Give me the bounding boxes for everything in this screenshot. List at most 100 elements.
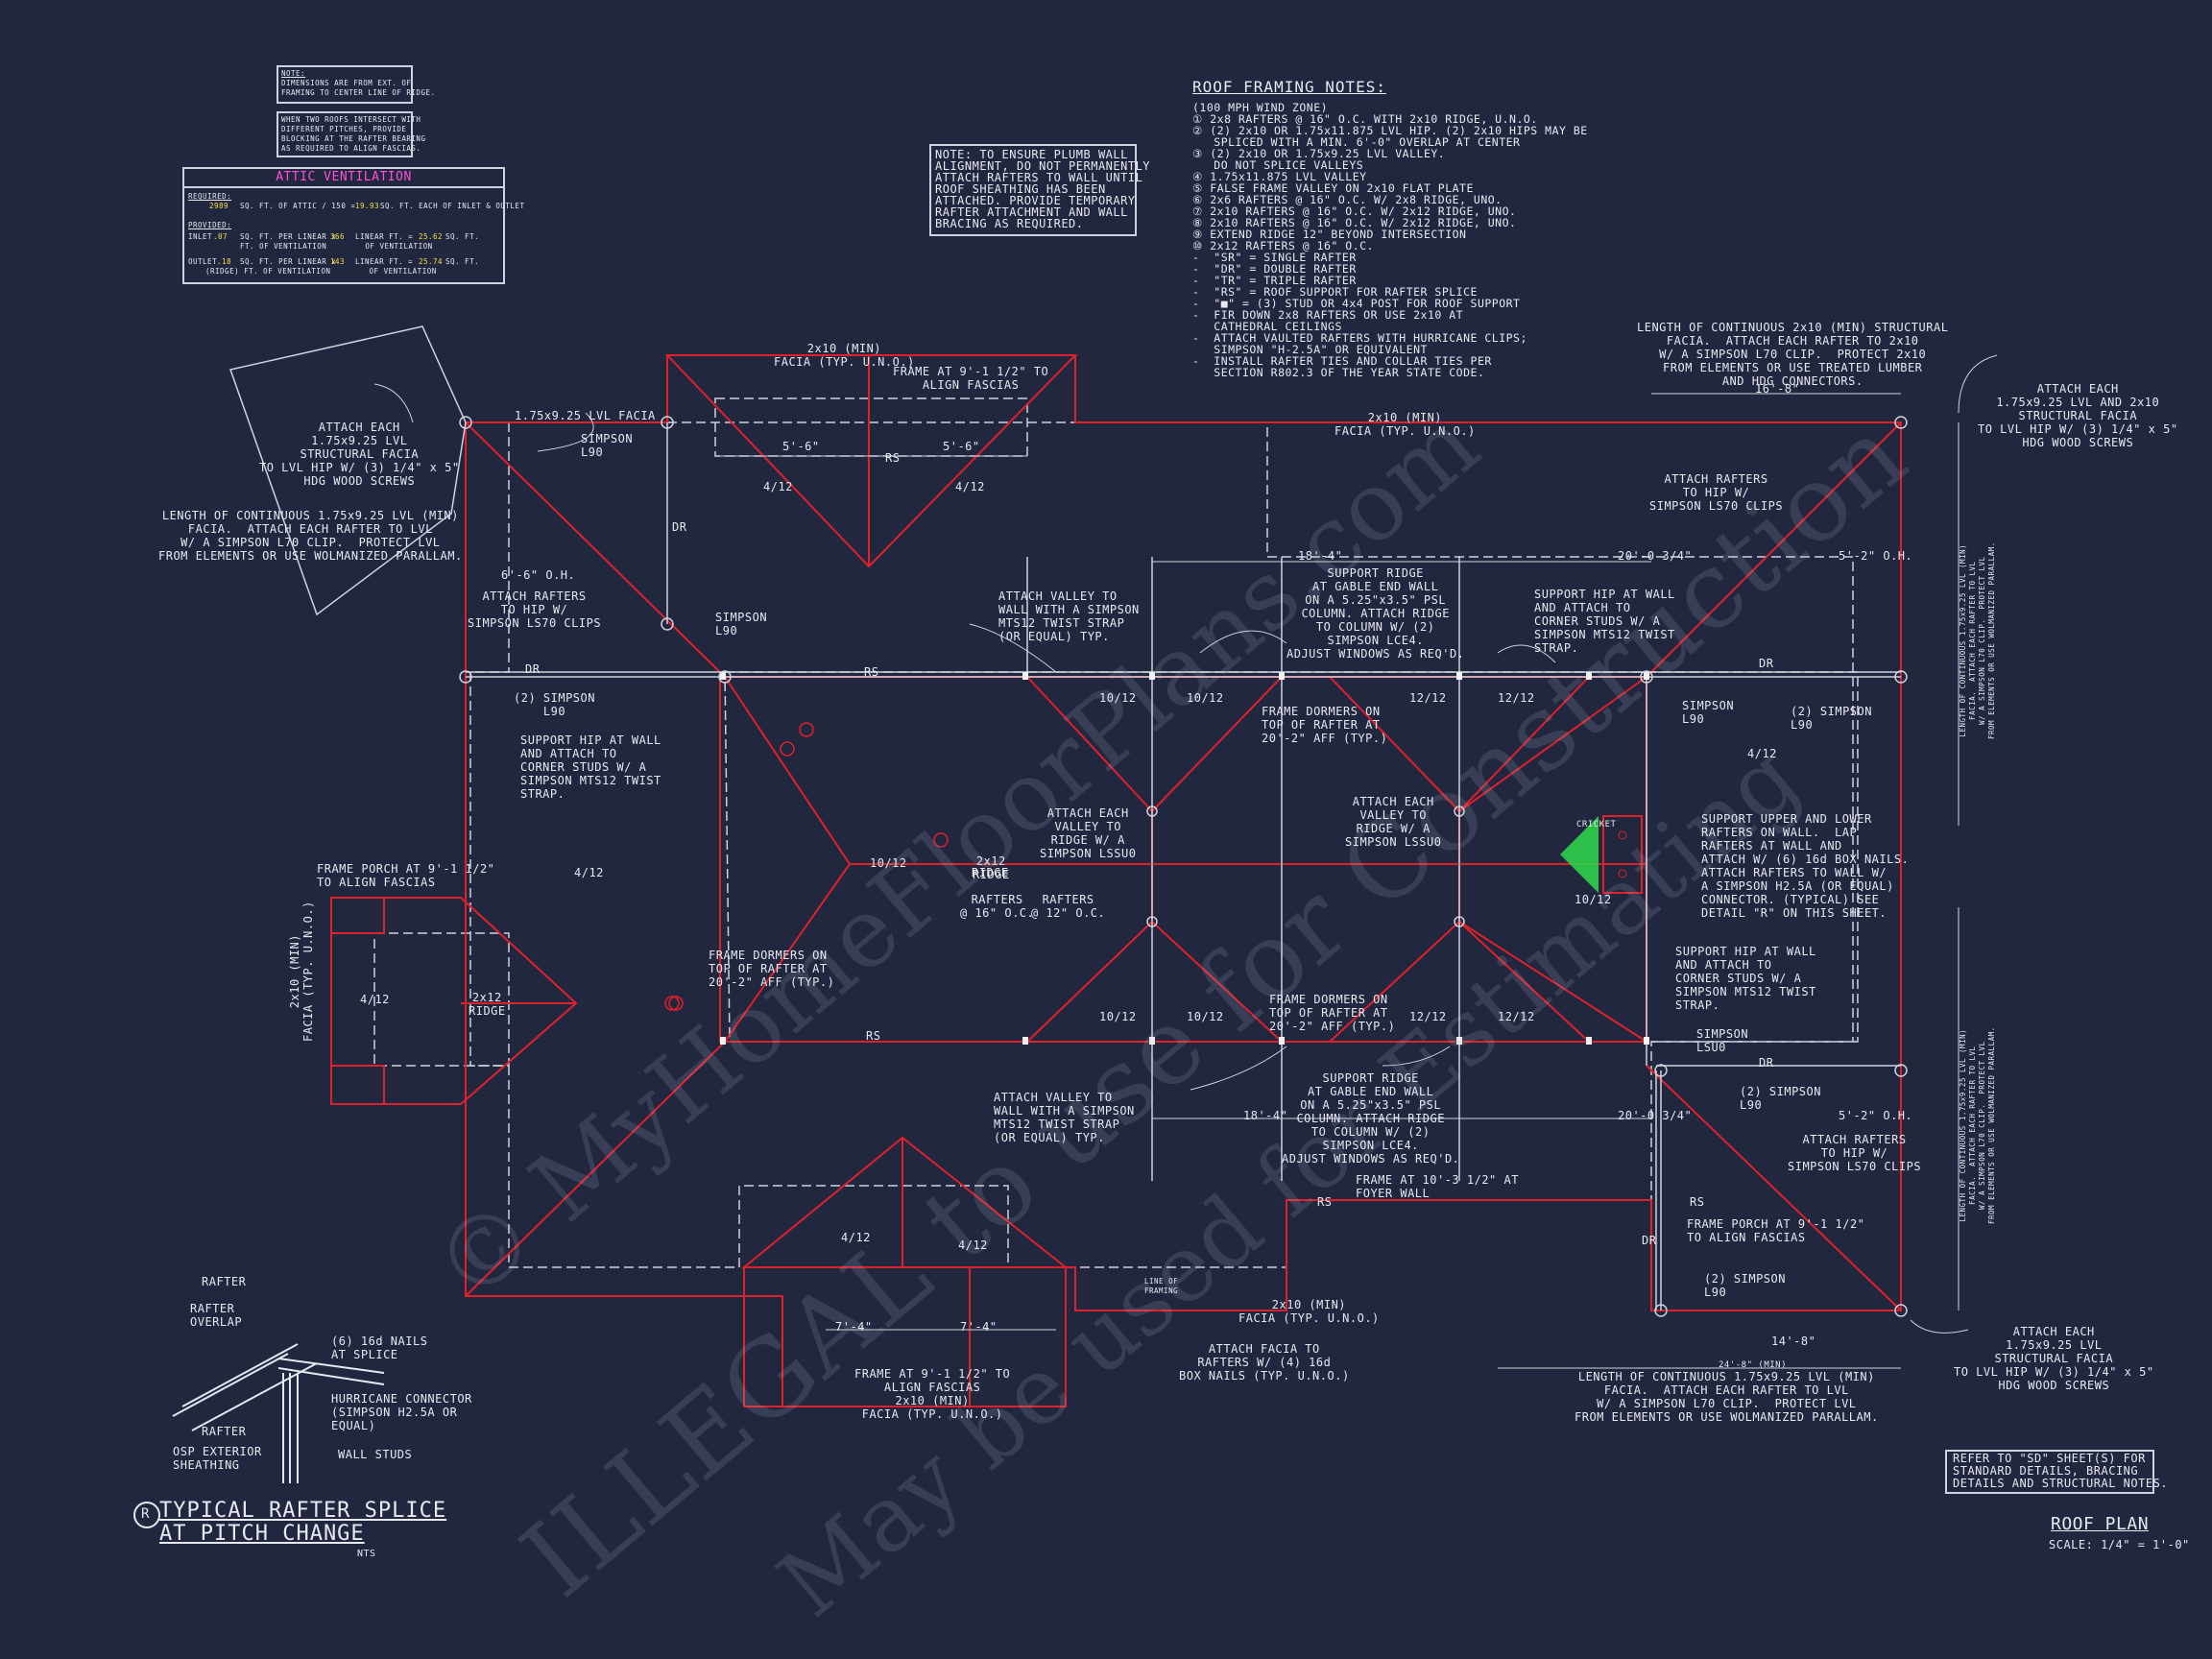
frame-dormers-a: FRAME DORMERS ON TOP OF RAFTER AT 20'-2"… bbox=[709, 949, 835, 989]
roof-framing-note-line: SPLICED WITH A MIN. 6'-0" OVERLAP AT CEN… bbox=[1192, 135, 1521, 149]
detail-nails: (6) 16d NAILS AT SPLICE bbox=[331, 1334, 428, 1361]
roof-framing-notes-title: ROOF FRAMING NOTES: bbox=[1192, 78, 1387, 96]
roof-plan-title: ROOF PLAN bbox=[2051, 1514, 2150, 1534]
plumb-note-line7: BRACING AS REQUIRED. bbox=[935, 217, 1084, 230]
roof-intersect-note-line2: DIFFERENT PITCHES, PROVIDE bbox=[281, 125, 407, 133]
attach-facia-bottom: ATTACH FACIA TO RAFTERS W/ (4) 16d BOX N… bbox=[1179, 1342, 1350, 1382]
pitch-label-10: 10/12 bbox=[1099, 1010, 1137, 1023]
roof-framing-note-line: - "SR" = SINGLE RAFTER bbox=[1192, 251, 1357, 264]
pitch-label-1: 4/12 bbox=[763, 480, 793, 493]
roof-framing-note-line: ④ 1.75x11.875 LVL VALLEY bbox=[1192, 170, 1367, 183]
roof-framing-note-line: ⑥ 2x6 RAFTERS @ 16" O.C. W/ 2x8 RIDGE, U… bbox=[1192, 193, 1503, 206]
wall-lines bbox=[466, 422, 1901, 1310]
refer-note-line1: REFER TO "SD" SHEET(S) FOR bbox=[1953, 1452, 2146, 1465]
attic-outlet-linear: 143 bbox=[330, 257, 346, 266]
detail-nts: NTS bbox=[357, 1549, 376, 1559]
detail-wall-studs: WALL STUDS bbox=[338, 1448, 413, 1461]
attach-rafters-hip-br: ATTACH RAFTERS TO HIP W/ SIMPSON LS70 CL… bbox=[1788, 1133, 1922, 1173]
attic-outlet-label: OUTLET bbox=[188, 257, 218, 266]
attach-valley-ridge-a: ATTACH EACH VALLEY TO RIDGE W/ A SIMPSON… bbox=[1040, 806, 1137, 860]
plumb-note-line4: ROOF SHEATHING HAS BEEN bbox=[935, 182, 1106, 196]
dim-7-4-b: 7'-4" bbox=[960, 1320, 998, 1334]
pitch-label-17: 12/12 bbox=[1498, 1010, 1535, 1023]
plumb-note-line3: ATTACH RAFTERS TO WALL UNTIL bbox=[935, 171, 1143, 184]
rs-label-5: RS bbox=[1690, 1195, 1705, 1209]
frame-dormers-b: FRAME DORMERS ON TOP OF RAFTER AT 20'-2"… bbox=[1262, 705, 1388, 745]
ridge-label: RIDGE bbox=[972, 866, 1009, 879]
dimension-note-box: NOTE: DIMENSIONS ARE FROM EXT. OF FRAMIN… bbox=[276, 65, 435, 104]
simpson-lsu: SIMPSON LSU0 bbox=[1696, 1027, 1749, 1054]
porch-ridge-label: 2x12 RIDGE bbox=[469, 991, 506, 1018]
roof-framing-note-line: ⑤ FALSE FRAME VALLEY ON 2x10 FLAT PLATE bbox=[1192, 181, 1474, 195]
length-bottom-right: LENGTH OF CONTINUOUS 1.75x9.25 LVL (MIN)… bbox=[1575, 1370, 1879, 1424]
pitch-label-8: 10/12 bbox=[1099, 691, 1137, 705]
attic-inlet-row2: FT. OF VENTILATION OF VENTILATION bbox=[240, 242, 433, 251]
fascia-top-left: 1.75x9.25 LVL FACIA bbox=[515, 409, 656, 422]
detail-rafter-label: RAFTER bbox=[202, 1275, 247, 1288]
attic-required-value2: 19.93 bbox=[355, 202, 380, 210]
roof-framing-note-line: ⑩ 2x12 RAFTERS @ 16" O.C. bbox=[1192, 239, 1374, 252]
plumb-note-line2: ALIGNMENT, DO NOT PERMANENTLY bbox=[935, 159, 1151, 173]
post-markers bbox=[720, 672, 1649, 1045]
attic-required-label: REQUIRED: bbox=[188, 192, 232, 201]
plumb-note-line6: RAFTER ATTACHMENT AND WALL bbox=[935, 205, 1128, 219]
attach-each-top-right: ATTACH EACH 1.75x9.25 LVL AND 2x10 STRUC… bbox=[1978, 382, 2178, 449]
roof-framing-note-line: CATHEDRAL CEILINGS bbox=[1192, 320, 1342, 333]
roof-intersect-note-box: WHEN TWO ROOFS INTERSECT WITH DIFFERENT … bbox=[276, 111, 425, 157]
attic-provided-label: PROVIDED: bbox=[188, 221, 232, 229]
dim-16-8: 16'-8" bbox=[1755, 382, 1800, 396]
dim-5-6-b: 5'-6" bbox=[943, 440, 980, 453]
frame-bottom: FRAME AT 9'-1 1/2" TO ALIGN FASCIAS 2x10… bbox=[854, 1367, 1011, 1421]
cricket-label: CRICKET bbox=[1576, 820, 1617, 830]
support-upper-lower: SUPPORT UPPER AND LOWER RAFTERS ON WALL.… bbox=[1701, 812, 1910, 920]
dim-7-4-a: 7'-4" bbox=[835, 1320, 873, 1334]
pitch-label-5: 4/12 bbox=[841, 1231, 871, 1244]
roof-framing-note-line: - "TR" = TRIPLE RAFTER bbox=[1192, 274, 1357, 287]
simpson-l90-br: (2) SIMPSON L90 bbox=[1704, 1272, 1786, 1299]
attic-inlet-total: 25.62 bbox=[419, 232, 444, 241]
support-hip-right-mid: SUPPORT HIP AT WALL AND ATTACH TO CORNER… bbox=[1675, 945, 1816, 1012]
dim-oh-left: 6'-6" O.H. bbox=[501, 568, 576, 582]
roof-outline bbox=[330, 354, 1902, 1407]
simpson-l90-tr2: (2) SIMPSON L90 bbox=[1791, 705, 1872, 732]
attic-inlet-linear: 366 bbox=[330, 232, 346, 241]
pitch-label-13: 10/12 bbox=[870, 856, 907, 870]
rafters-12-label: RAFTERS @ 12" O.C. bbox=[1031, 893, 1106, 920]
detail-marker-letter: R bbox=[141, 1506, 150, 1522]
roof-intersect-note-line4: AS REQUIRED TO ALIGN FASCIAS. bbox=[281, 144, 421, 153]
dim-20-0-bottom: 20'-0 3/4" bbox=[1618, 1109, 1693, 1122]
attic-outlet-linear-text: LINEAR FT. = bbox=[355, 257, 414, 266]
simpson-l90-b: SIMPSON L90 bbox=[715, 611, 768, 637]
roof-framing-note-line: - "DR" = DOUBLE RAFTER bbox=[1192, 262, 1357, 276]
frame-porch-right: FRAME PORCH AT 9'-1 1/2" TO ALIGN FASCIA… bbox=[1687, 1217, 1865, 1244]
dimension-note-line1: NOTE: bbox=[281, 69, 306, 78]
pitch-label-6: 4/12 bbox=[958, 1238, 988, 1252]
attic-ventilation-title: ATTIC VENTILATION bbox=[276, 170, 412, 184]
roof-framing-note-line: DO NOT SPLICE VALLEYS bbox=[1192, 158, 1364, 172]
attic-inlet-sqft: SQ. FT. bbox=[445, 232, 480, 241]
attach-each-bottom-right: ATTACH EACH 1.75x9.25 LVL STRUCTURAL FAC… bbox=[1954, 1325, 2154, 1392]
detail-marker: R bbox=[133, 1502, 160, 1528]
ridge-2x12: 2x12 RIDGE bbox=[973, 854, 1010, 881]
roof-intersect-note-line3: BLOCKING AT THE RAFTER BEARING bbox=[281, 134, 426, 143]
roof-framing-note-line: SIMPSON "H-2.5A" OR EQUIVALENT bbox=[1192, 343, 1428, 356]
support-hip-left: SUPPORT HIP AT WALL AND ATTACH TO CORNER… bbox=[520, 733, 661, 801]
support-hip-right-top: SUPPORT HIP AT WALL AND ATTACH TO CORNER… bbox=[1534, 588, 1675, 655]
roof-framing-note-line: ⑦ 2x10 RAFTERS @ 16" O.C. W/ 2x12 RIDGE,… bbox=[1192, 204, 1517, 218]
detail-rafter-overlap: RAFTER OVERLAP bbox=[190, 1302, 243, 1329]
dim-24-8: 24'-8" (MIN) bbox=[1719, 1360, 1788, 1370]
roof-framing-note-line: - ATTACH VAULTED RAFTERS WITH HURRICANE … bbox=[1192, 331, 1527, 345]
pitch-label-7: 4/12 bbox=[360, 993, 390, 1006]
dim-5-2-bottom: 5'-2" O.H. bbox=[1839, 1109, 1913, 1122]
hip-corner-circles bbox=[459, 416, 1908, 1317]
frame-dormers-c: FRAME DORMERS ON TOP OF RAFTER AT 20'-2"… bbox=[1269, 993, 1396, 1033]
rs-label-4: RS bbox=[1317, 1195, 1333, 1209]
line-of-framing: LINE OF FRAMING bbox=[1144, 1277, 1179, 1295]
roof-framing-note-line: ⑨ EXTEND RIDGE 12" BEYOND INTERSECTION bbox=[1192, 228, 1467, 241]
attic-outlet-value: .18 bbox=[217, 257, 232, 266]
fascia-bottom: 2x10 (MIN) FACIA (TYP. U.N.O.) bbox=[1238, 1298, 1380, 1325]
roof-framing-note-line: ① 2x8 RAFTERS @ 16" O.C. WITH 2x10 RIDGE… bbox=[1192, 112, 1538, 126]
dimension-note-line2: DIMENSIONS ARE FROM EXT. OF bbox=[281, 79, 412, 87]
pitch-label-16: 12/12 bbox=[1409, 1010, 1447, 1023]
dim-18-4-bottom: 18'-4" bbox=[1243, 1109, 1288, 1122]
